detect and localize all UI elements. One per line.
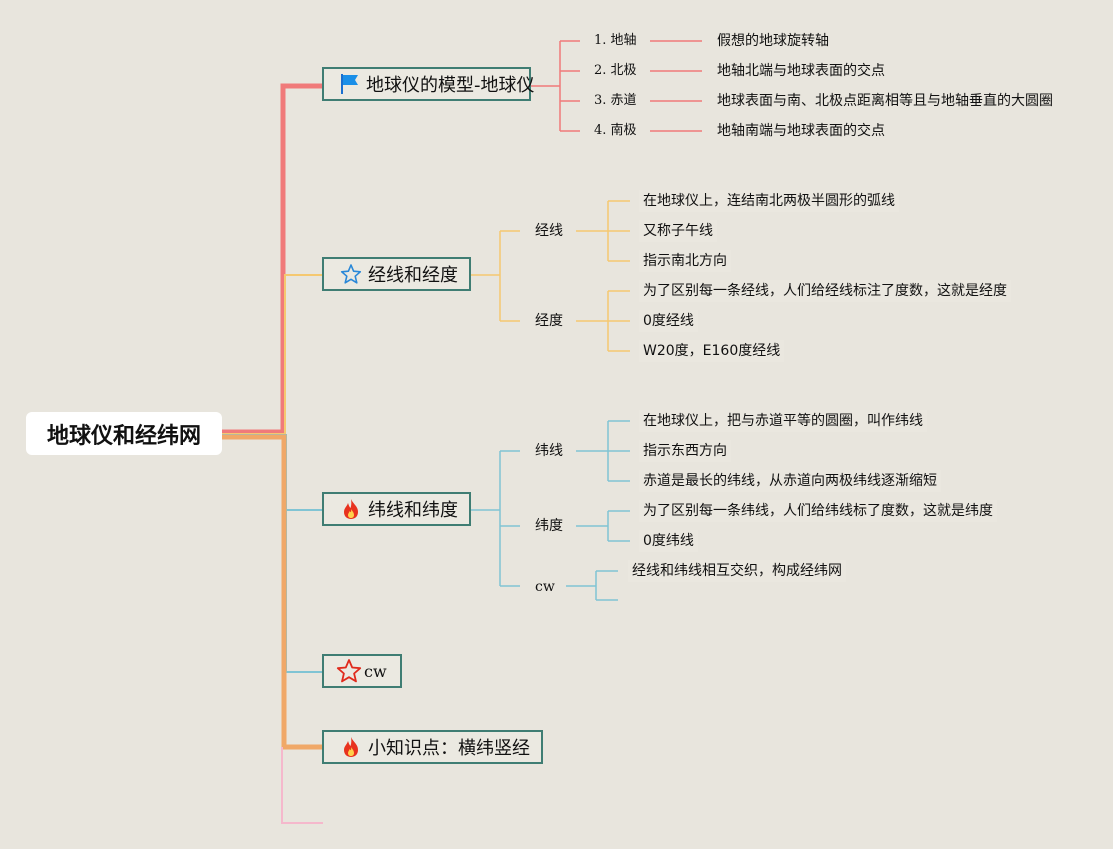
- leaf-item: 在地球仪上，把与赤道平等的圆圈，叫作纬线: [639, 410, 927, 432]
- branch-cw[interactable]: cw: [322, 654, 402, 688]
- leaf-item: 在地球仪上，连结南北两极半圆形的弧线: [639, 190, 899, 212]
- fire-icon: [340, 736, 362, 758]
- branch-tip[interactable]: 小知识点：横纬竖经: [322, 730, 543, 764]
- group-label: 经线: [535, 223, 563, 239]
- group-label: 纬度: [535, 518, 563, 534]
- desc-item: 地轴北端与地球表面的交点: [717, 63, 885, 79]
- branch-label: 纬线和纬度: [368, 500, 458, 521]
- term-item: 4. 南极: [594, 123, 637, 138]
- red-star-icon: [336, 658, 362, 684]
- root-node[interactable]: 地球仪和经纬网: [26, 412, 222, 455]
- leaf-item: 经线和纬线相互交织，构成经纬网: [628, 560, 846, 582]
- branch-label: 小知识点：横纬竖经: [368, 738, 530, 759]
- branch-globe-model[interactable]: 地球仪的模型-地球仪: [322, 67, 535, 101]
- term-item: 3. 赤道: [594, 93, 637, 108]
- leaf-item: 0度经线: [639, 310, 698, 332]
- blue-flag-icon: [340, 73, 360, 95]
- desc-item: 假想的地球旋转轴: [717, 33, 829, 49]
- term-item: 1. 地轴: [594, 33, 637, 48]
- blue-star-icon: [340, 263, 362, 285]
- branch-label: 地球仪的模型-地球仪: [366, 75, 535, 96]
- leaf-item: 指示南北方向: [639, 250, 731, 272]
- group-label: cw: [535, 579, 555, 595]
- desc-item: 地轴南端与地球表面的交点: [717, 123, 885, 139]
- group-label: 经度: [535, 313, 563, 329]
- desc-item: 地球表面与南、北极点距离相等且与地轴垂直的大圆圈: [717, 93, 1053, 109]
- leaf-item: 为了区别每一条经线，人们给经线标注了度数，这就是经度: [639, 280, 1011, 302]
- leaf-item: W20度，E160度经线: [639, 340, 785, 362]
- branch-latitude[interactable]: 纬线和纬度: [322, 492, 471, 526]
- leaf-item: 指示东西方向: [639, 440, 731, 462]
- group-label: 纬线: [535, 443, 563, 459]
- branch-longitude[interactable]: 经线和经度: [322, 257, 471, 291]
- term-item: 2. 北极: [594, 63, 637, 78]
- branch-label: cw: [364, 661, 387, 681]
- branch-label: 经线和经度: [368, 265, 458, 286]
- leaf-item: 为了区别每一条纬线，人们给纬线标了度数，这就是纬度: [639, 500, 997, 522]
- leaf-item: 又称子午线: [639, 220, 717, 242]
- leaf-item: 赤道是最长的纬线，从赤道向两极纬线逐渐缩短: [639, 470, 941, 492]
- root-label: 地球仪和经纬网: [46, 423, 201, 449]
- fire-icon: [340, 498, 362, 520]
- leaf-item: 0度纬线: [639, 530, 698, 552]
